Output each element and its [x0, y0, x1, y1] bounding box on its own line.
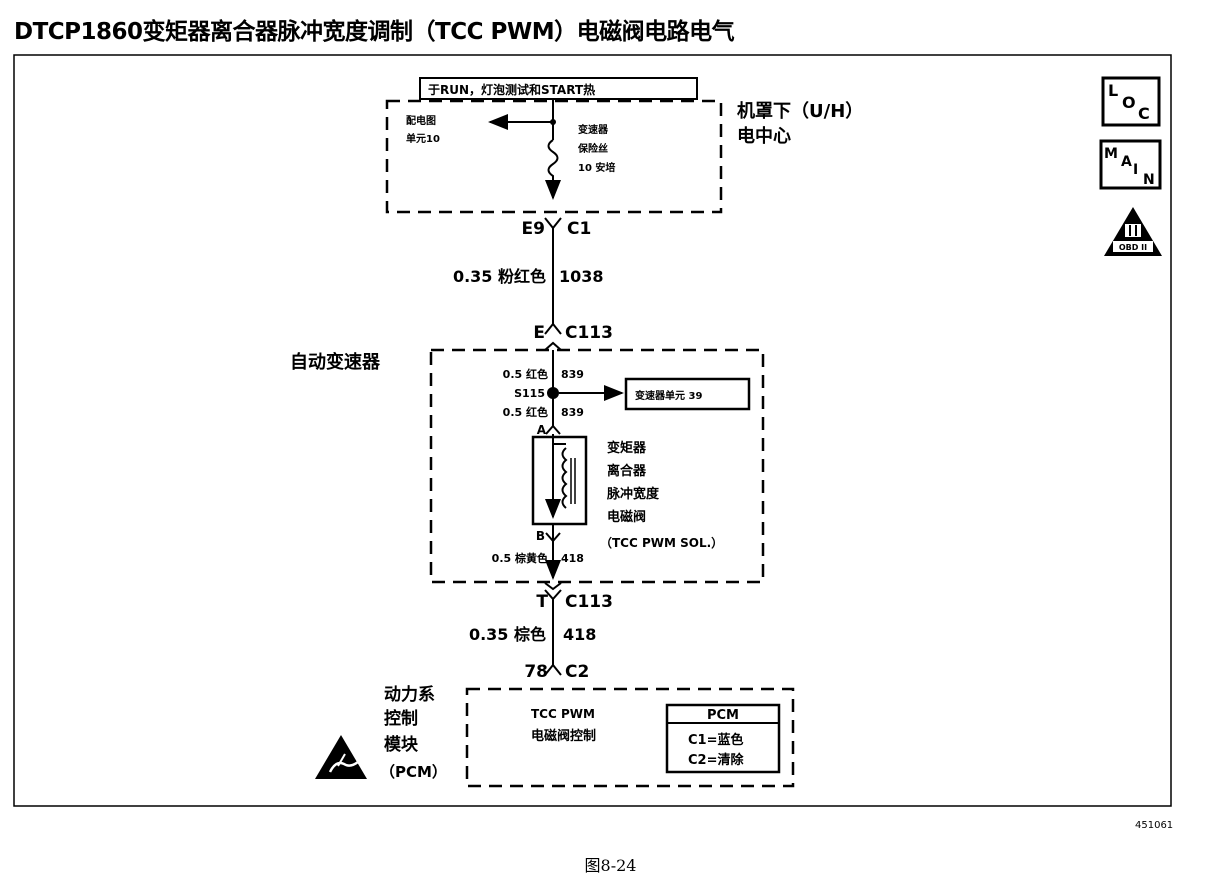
- automatic-transmission: 自动变速器 0.5 红色 839 S115 变速器单元 39 0.5 红色 83…: [290, 348, 765, 584]
- svg-text:C113: C113: [565, 323, 613, 343]
- connector-c113-bottom: T C113: [536, 582, 613, 612]
- solenoid-coil: [561, 447, 568, 509]
- connector-c113-top: E C113: [533, 322, 613, 351]
- outer-frame: [13, 54, 1172, 807]
- svg-text:电磁阀: 电磁阀: [607, 509, 646, 525]
- pcm-module: 动力系 控制 模块 （PCM） TCC PWM 电磁阀控制 PCM C1=蓝色 …: [315, 684, 795, 788]
- svg-text:C2: C2: [565, 662, 589, 682]
- svg-text:L: L: [1108, 81, 1118, 100]
- svg-text:B: B: [536, 529, 545, 543]
- main-icon: M A I N: [1099, 139, 1162, 190]
- svg-text:变速器单元 39: 变速器单元 39: [635, 389, 702, 402]
- esd-warning-icon: [315, 735, 367, 779]
- wire-1038: 0.35 粉红色 1038: [453, 228, 604, 324]
- svg-text:离合器: 离合器: [607, 463, 647, 479]
- underhood-fuse-block: 于RUN，灯泡测试和START热 配电图 单元10 变速器 保险丝 10 安培 …: [385, 77, 863, 214]
- svg-text:839: 839: [561, 368, 584, 381]
- svg-text:0.5 棕黄色: 0.5 棕黄色: [492, 551, 548, 565]
- connector-c1: E9 C1: [522, 217, 591, 239]
- svg-text:E: E: [533, 323, 545, 343]
- splice-s115: [547, 387, 559, 399]
- svg-text:模块: 模块: [384, 734, 419, 755]
- svg-text:电磁阀控制: 电磁阀控制: [531, 728, 596, 744]
- svg-text:C1: C1: [567, 219, 591, 239]
- loc-icon: L O C: [1101, 76, 1161, 127]
- svg-text:OBD II: OBD II: [1119, 243, 1147, 252]
- svg-text:0.35 粉红色: 0.35 粉红色: [453, 267, 546, 286]
- connector-c2: 78 C2: [524, 662, 589, 682]
- svg-text:动力系: 动力系: [384, 684, 435, 705]
- transmission-name: 自动变速器: [290, 351, 381, 373]
- pcm-legend-box: [665, 703, 781, 774]
- svg-text:（TCC PWM SOL.）: （TCC PWM SOL.）: [600, 535, 723, 550]
- svg-text:N: N: [1143, 172, 1155, 188]
- svg-text:I: I: [1133, 162, 1138, 178]
- svg-text:A: A: [537, 423, 547, 437]
- svg-text:M: M: [1104, 146, 1118, 162]
- svg-text:O: O: [1122, 93, 1136, 112]
- obd-ii-icon: OBD II: [1104, 207, 1162, 256]
- fuse-label-3: 10 安培: [578, 161, 615, 174]
- svg-text:TCC PWM: TCC PWM: [531, 707, 595, 721]
- svg-text:PCM: PCM: [707, 708, 739, 723]
- svg-text:控制: 控制: [384, 708, 418, 729]
- distribution-label-2: 单元10: [406, 132, 440, 145]
- svg-text:C2=清除: C2=清除: [688, 752, 744, 768]
- solenoid-box: [531, 435, 588, 526]
- svg-text:0.35 棕色: 0.35 棕色: [469, 625, 546, 644]
- underhood-name-1: 机罩下（U/H）: [737, 101, 863, 122]
- svg-text:A: A: [1121, 154, 1132, 170]
- svg-text:T: T: [536, 592, 548, 612]
- power-note: 于RUN，灯泡测试和START热: [428, 82, 595, 97]
- svg-text:（PCM）: （PCM）: [380, 763, 447, 781]
- svg-text:C113: C113: [565, 592, 613, 612]
- figure-caption: 图8-24: [584, 856, 637, 875]
- wire-418: 0.35 棕色 418: [469, 599, 596, 665]
- diagram-title: DTCP1860变矩器离合器脉冲宽度调制（TCC PWM）电磁阀电路电气: [14, 19, 735, 45]
- svg-text:418: 418: [563, 625, 596, 644]
- svg-text:S115: S115: [514, 387, 545, 400]
- svg-text:418: 418: [561, 552, 584, 565]
- svg-text:0.5 红色: 0.5 红色: [503, 367, 548, 381]
- distribution-label-1: 配电图: [406, 114, 436, 127]
- fuse-label-1: 变速器: [578, 123, 609, 136]
- svg-text:1038: 1038: [559, 267, 604, 286]
- svg-text:脉冲宽度: 脉冲宽度: [606, 486, 660, 502]
- svg-text:78: 78: [524, 662, 548, 682]
- underhood-name-2: 电中心: [737, 125, 791, 147]
- svg-text:C1=蓝色: C1=蓝色: [688, 732, 743, 748]
- fuse-symbol: [547, 139, 559, 190]
- document-id: 451061: [1135, 820, 1174, 831]
- svg-text:839: 839: [561, 406, 584, 419]
- svg-text:变矩器: 变矩器: [607, 440, 647, 456]
- svg-text:C: C: [1138, 104, 1150, 123]
- svg-text:0.5 红色: 0.5 红色: [503, 405, 548, 419]
- trans-ref-box: [624, 377, 751, 411]
- svg-text:E9: E9: [522, 219, 545, 239]
- fuse-label-2: 保险丝: [577, 142, 608, 155]
- power-note-box: [419, 77, 698, 100]
